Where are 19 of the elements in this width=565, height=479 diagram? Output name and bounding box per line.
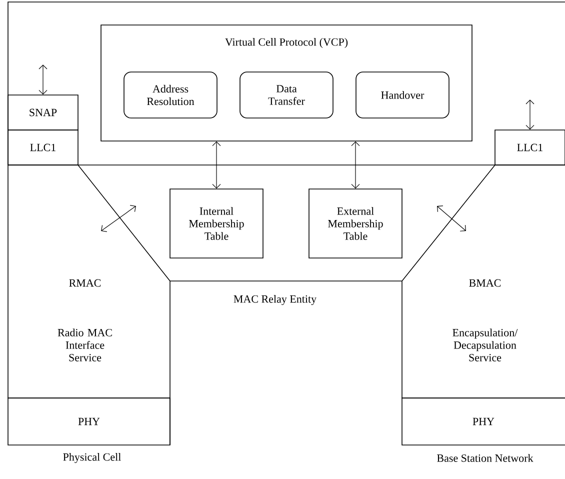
arrow: [526, 100, 534, 130]
arrow: [351, 141, 360, 189]
layer-box: SNAP: [8, 94, 78, 130]
layer-box: PHY: [402, 398, 565, 446]
arrow: [437, 206, 466, 232]
arrow: [101, 205, 136, 232]
function-box: Data Transfer: [240, 72, 334, 118]
layer-box: External Membership Table: [308, 188, 402, 258]
mac-region: RMAC Radio MAC Interface Service: [8, 164, 170, 398]
mac-region: BMAC Encapsulation/ Decapsulation Service: [402, 164, 565, 398]
relay-region: MAC Relay Entity: [170, 280, 402, 446]
layer-box: PHY: [8, 398, 170, 446]
function-box: Handover: [356, 72, 450, 118]
arrow: [212, 141, 221, 189]
layer-box: Internal Membership Table: [170, 188, 264, 258]
layer-box: LLC1: [494, 130, 565, 166]
layer-box: LLC1: [8, 130, 78, 166]
arrow: [38, 64, 48, 95]
function-box: Address Resolution: [124, 72, 218, 118]
